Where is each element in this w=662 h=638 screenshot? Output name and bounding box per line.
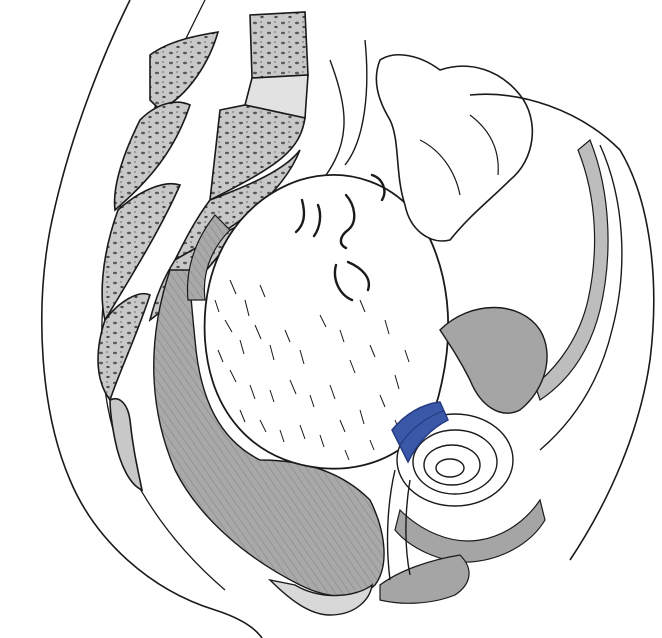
vertebra-1 (250, 12, 308, 78)
uterus-wall-outer (345, 40, 367, 165)
coccyx (110, 399, 142, 490)
vertebra-2 (150, 32, 218, 110)
lower-anterior-tissue (395, 500, 545, 562)
bladder (440, 308, 547, 414)
perineum-lower (380, 555, 469, 603)
vaginal-canal (388, 470, 395, 580)
abdominal-wall-inner (540, 145, 622, 450)
